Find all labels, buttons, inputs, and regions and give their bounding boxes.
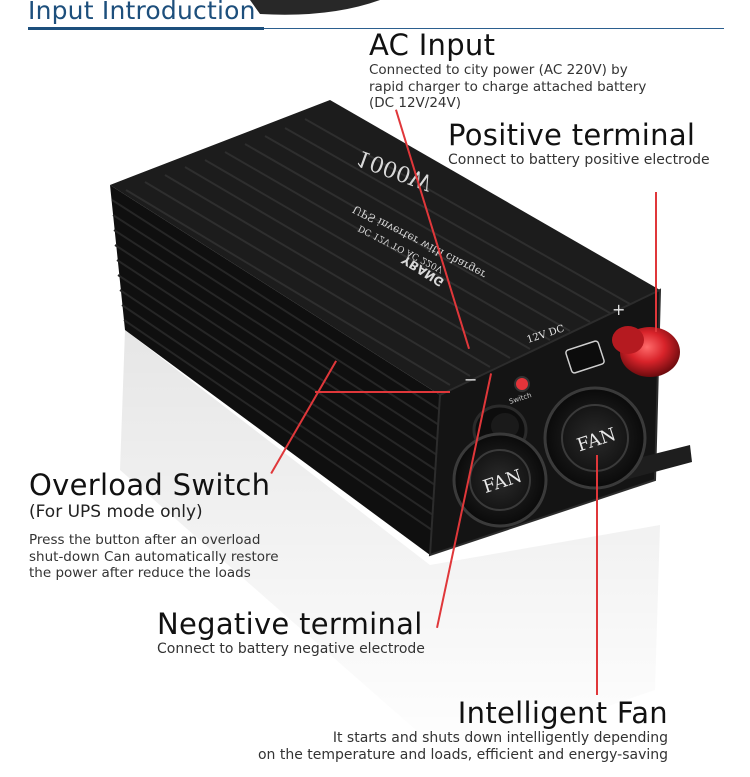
negative-terminal-desc: Connect to battery negative electrode [157, 641, 425, 657]
overload-switch-callout: Overload Switch (For UPS mode only) Pres… [29, 468, 279, 582]
intelligent-fan-desc-line-2: on the temperature and loads, efficient … [257, 746, 668, 763]
corner-shadow [250, 0, 380, 15]
overload-switch-title: Overload Switch [29, 468, 271, 502]
overload-switch-desc-line-3: the power after reduce the loads [29, 565, 251, 581]
overload-switch-desc-line-1: Press the button after an overload [29, 532, 261, 548]
positive-terminal-title: Positive terminal [448, 118, 696, 152]
overload-switch-subtitle: (For UPS mode only) [29, 502, 203, 522]
ac-input-desc-line-1: Connected to city power (AC 220V) by [369, 62, 628, 78]
ac-socket-graphic [565, 340, 605, 374]
intelligent-fan-leader [596, 455, 598, 695]
reset-button-graphic [514, 376, 530, 392]
ac-input-desc-line-2: rapid charger to charge attached battery [369, 78, 647, 95]
ac-input-callout: AC Input Connected to city power (AC 220… [369, 28, 646, 112]
fan-left-graphic: FAN [452, 432, 548, 528]
intelligent-fan-callout: Intelligent Fan It starts and shuts down… [258, 696, 668, 763]
positive-terminal-callout: Positive terminal Connect to battery pos… [448, 118, 710, 169]
section-title: Input Introduction [28, 0, 256, 25]
intelligent-fan-title: Intelligent Fan [457, 696, 668, 730]
ac-input-title: AC Input [369, 28, 496, 62]
fan-right-graphic: FAN [543, 386, 647, 490]
negative-terminal-title: Negative terminal [157, 607, 423, 641]
side-fins [110, 185, 441, 555]
positive-terminal-leader [655, 192, 657, 332]
reflection [120, 330, 660, 760]
minus-sign: − [464, 370, 477, 389]
ac-input-desc-line-3: (DC 12V/24V) [369, 95, 462, 111]
plus-sign: + [612, 300, 625, 319]
positive-terminal-desc: Connect to battery positive electrode [448, 152, 710, 168]
top-fins [110, 100, 660, 395]
positive-knob-graphic [612, 326, 680, 377]
negative-terminal-callout: Negative terminal Connect to battery neg… [157, 607, 425, 658]
intelligent-fan-desc-line-1: It starts and shuts down intelligently d… [332, 730, 668, 746]
title-underline [28, 27, 264, 30]
section-header: Input Introduction [0, 0, 750, 32]
overload-switch-desc-line-2: shut-down Can automatically restore [29, 548, 279, 565]
overload-switch-leader-h [315, 391, 450, 393]
header-rule [264, 28, 724, 29]
